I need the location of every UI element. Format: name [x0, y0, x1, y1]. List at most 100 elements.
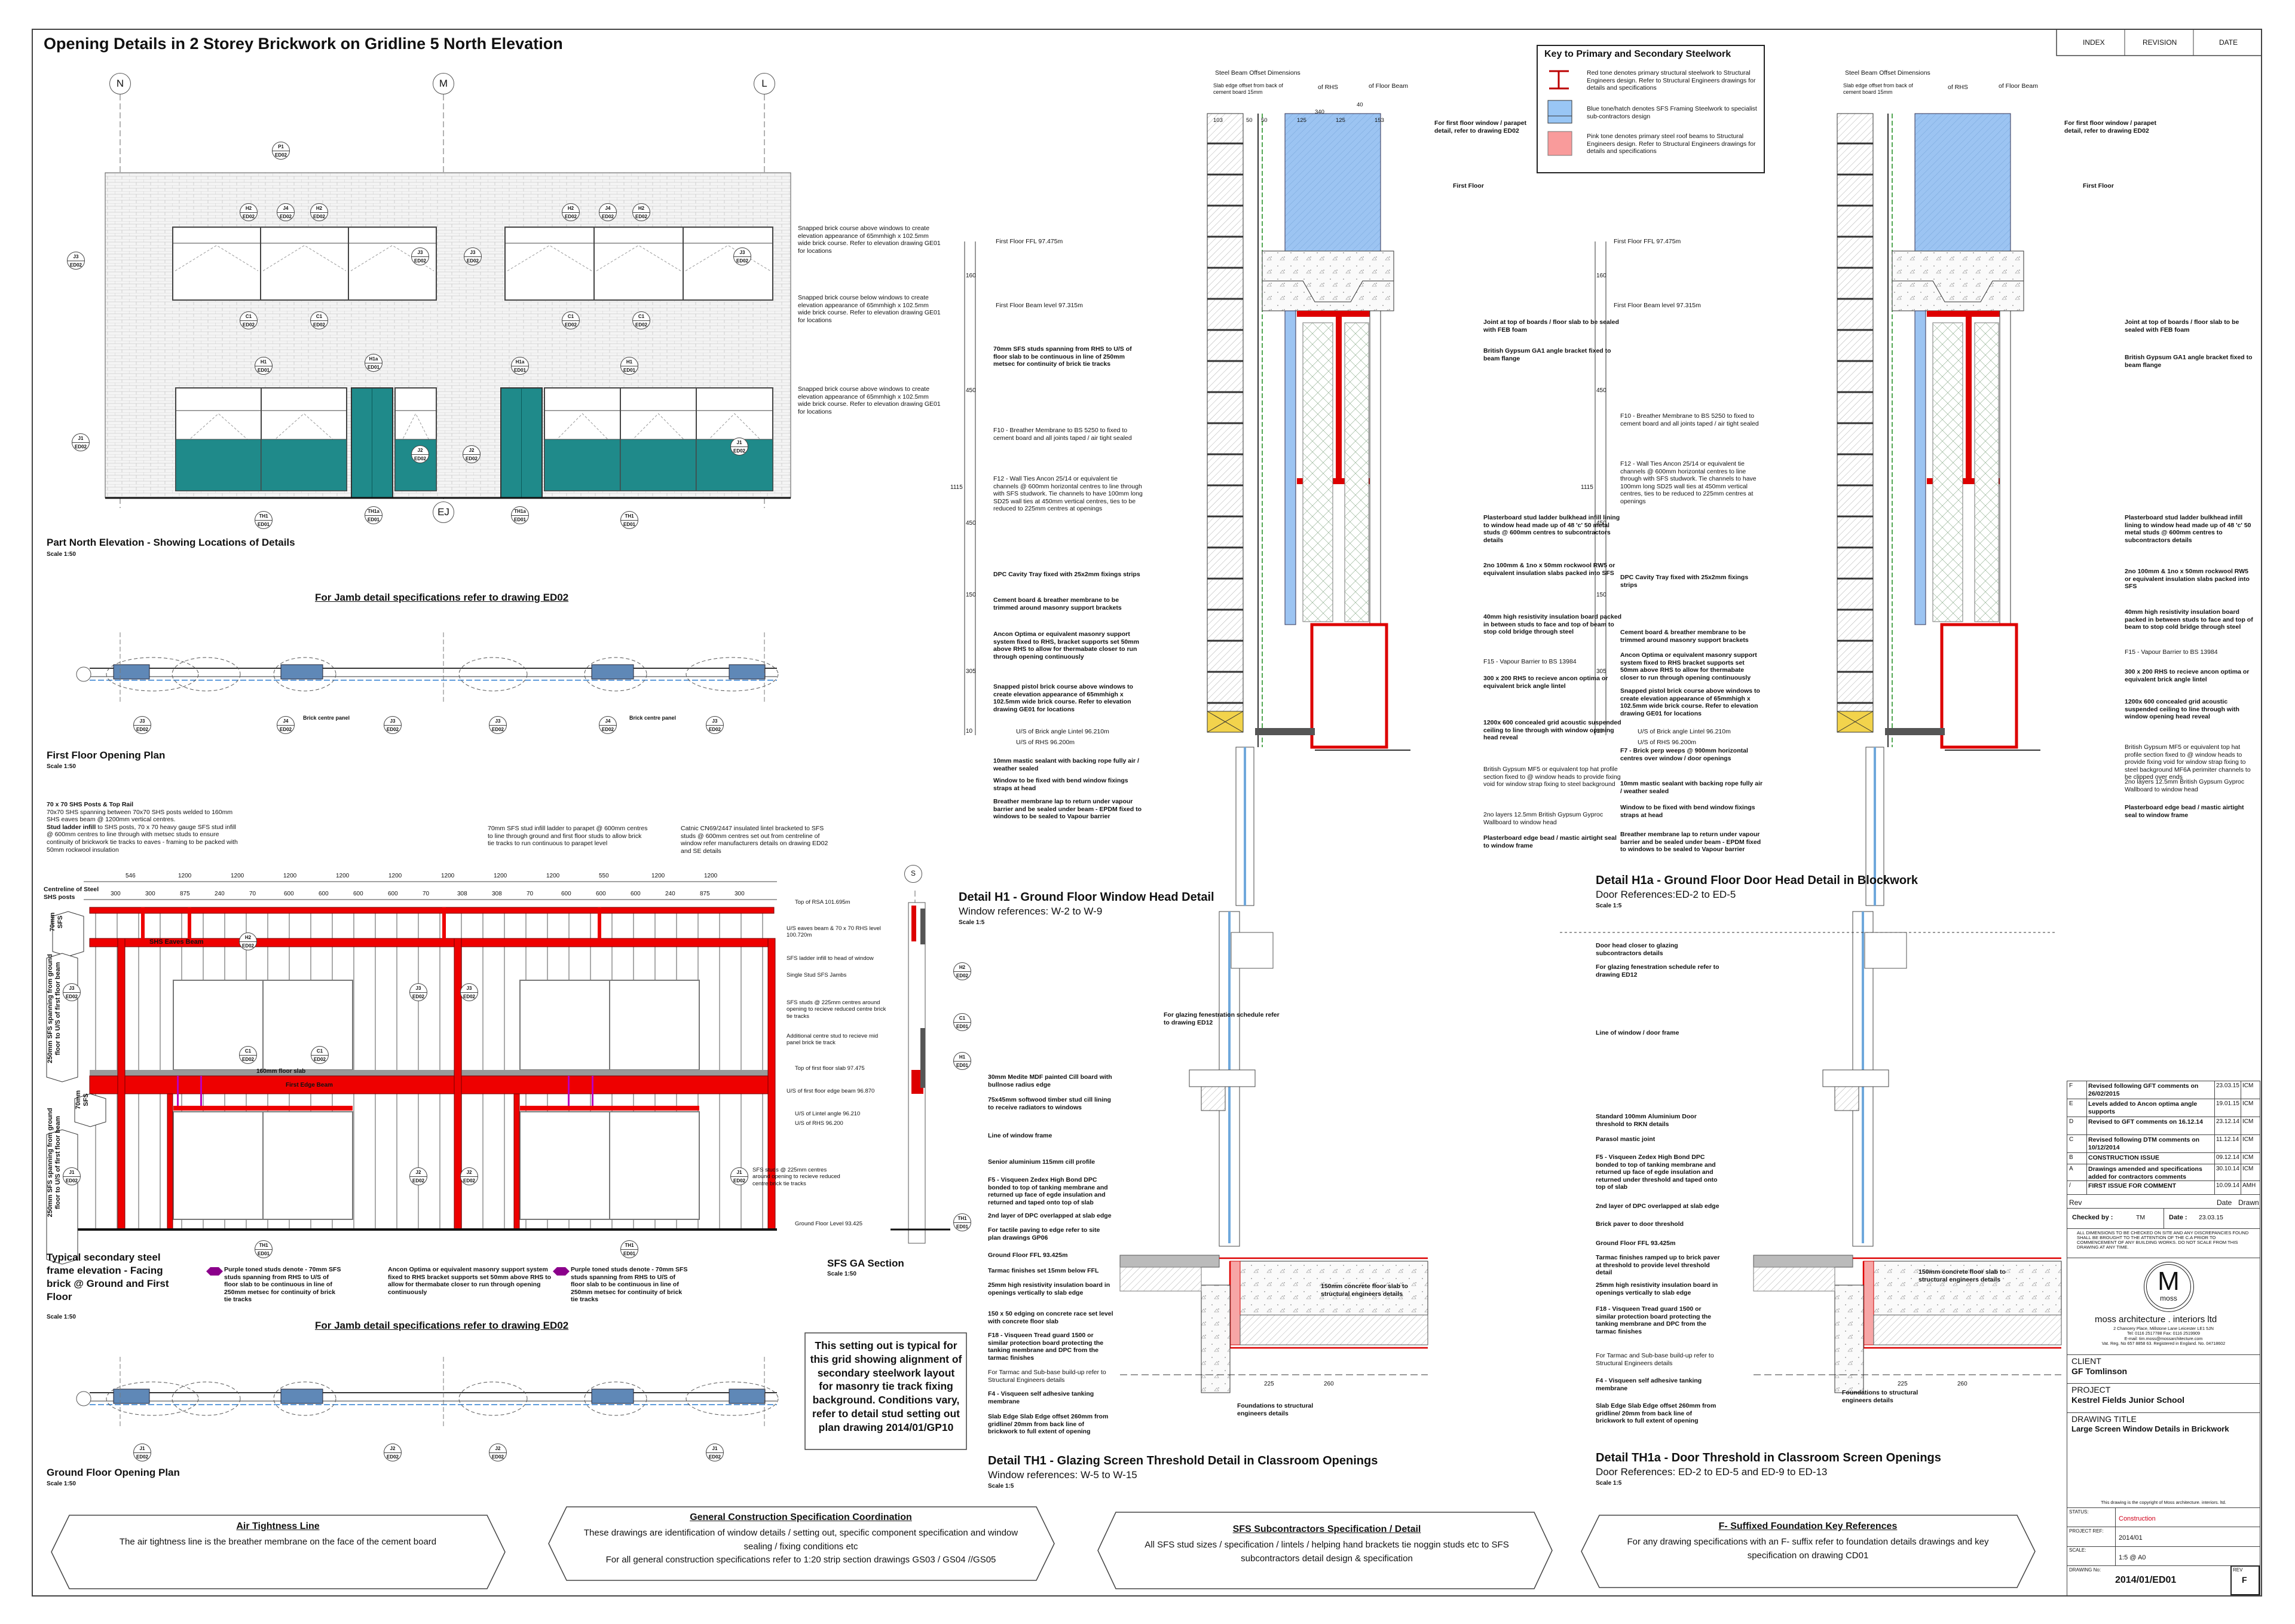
- level-marker: U/S of Brick angle Lintel 96.210m: [1016, 728, 1109, 735]
- revision-date: 23.03.15: [2216, 1082, 2239, 1089]
- callout-label: 40mm high resistivity insulation board p…: [2125, 608, 2253, 631]
- sheet-title: Opening Details in 2 Storey Brickwork on…: [44, 35, 563, 53]
- frame-annotation: U/S eaves beam & 70 x 70 RHS level 100.7…: [787, 925, 881, 939]
- callout-label: 25mm high resistivity insulation board i…: [988, 1282, 1110, 1296]
- top-rail: [89, 907, 775, 914]
- window-bay: [504, 227, 595, 301]
- revision-tab[interactable]: REVISION: [2143, 38, 2177, 47]
- vertical-dimension: 450: [966, 519, 976, 527]
- date-tab[interactable]: DATE: [2219, 38, 2238, 47]
- i-beam-icon: [1549, 70, 1569, 90]
- table-divider: [2214, 1164, 2215, 1181]
- vertical-dimension: 450: [1596, 519, 1606, 527]
- dimension-bottom: 240: [665, 891, 675, 897]
- callout-label: Line of window / door frame: [1596, 1029, 1679, 1036]
- opening-callout: [273, 657, 336, 692]
- opening-callout: [458, 1381, 528, 1416]
- callout-label: British Gypsum MF5 or equivalent top hat…: [2125, 744, 2251, 781]
- floor-slab: [90, 1070, 774, 1076]
- jamb-note-2: For Jamb detail specifications refer to …: [315, 1320, 569, 1331]
- door-post: [167, 1093, 173, 1230]
- side-label-70-1: 70mm SFS: [49, 912, 65, 932]
- offset-title: Steel Beam Offset Dimensions: [1215, 69, 1300, 77]
- moss-logo: M moss: [2144, 1262, 2194, 1312]
- callout-label: Slab Edge Slab Edge offset 260mm from gr…: [1596, 1402, 1716, 1425]
- setting-out-note-box: [804, 1332, 967, 1450]
- spandrel-panel: [620, 439, 697, 491]
- elevation-note-3: Snapped brick course above windows to cr…: [798, 386, 941, 415]
- table-divider: [2214, 1117, 2215, 1135]
- table-divider: [2086, 1135, 2087, 1153]
- vertical-dimension: 305: [1596, 668, 1606, 675]
- check-date-value: 23.03.15: [2199, 1214, 2223, 1221]
- banner-hexagon: [51, 1515, 506, 1589]
- window-opening: [173, 1111, 264, 1220]
- vertical-dimension: 450: [966, 387, 976, 394]
- callout-label: 40mm high resistivity insulation board p…: [1483, 613, 1622, 636]
- window-opening: [609, 1111, 700, 1220]
- index-tab[interactable]: INDEX: [2083, 38, 2105, 47]
- ground-floor-plan-title: Ground Floor Opening Plan: [47, 1467, 180, 1478]
- scale-value: 1:5 @ A0: [2119, 1554, 2146, 1561]
- elevation-note-2: Snapped brick course below windows to cr…: [798, 294, 941, 324]
- dimension-bottom: 600: [631, 891, 641, 897]
- lintel: [173, 1106, 353, 1111]
- vertical-dimension: 10: [966, 728, 973, 735]
- level-marker: U/S of Brick angle Lintel 96.210m: [1638, 728, 1731, 735]
- callout-label: F10 - Breather Membrane to BS 5250 to fi…: [993, 427, 1132, 442]
- checked-by-value: TM: [2136, 1214, 2146, 1221]
- dimension-top: 1200: [336, 873, 350, 879]
- callout-label: F7 - Brick perp weeps @ 900mm horizontal…: [1620, 747, 1748, 762]
- dimension-top: 1200: [704, 873, 718, 879]
- revision-desc: FIRST ISSUE FOR COMMENT: [2088, 1182, 2176, 1189]
- section-marker: [76, 666, 91, 682]
- callout-label: F15 - Vapour Barrier to BS 13984: [1483, 658, 1577, 665]
- callout-label: Window to be fixed with bend window fixi…: [993, 777, 1128, 792]
- window-opening: [519, 980, 610, 1071]
- frame-annotation: Ground Floor Level 93.425: [795, 1221, 863, 1227]
- vertical-dimension: 160: [1596, 272, 1606, 279]
- north-elevation-drawing: [105, 94, 791, 508]
- rhs-label: of RHS: [1318, 84, 1338, 91]
- project-ref-value: 2014/01: [2119, 1534, 2143, 1542]
- shs-post: [442, 907, 446, 943]
- frame-annotation: U/S of RHS 96.200: [795, 1120, 843, 1127]
- level-marker: First Floor Beam level 97.315m: [996, 302, 1083, 309]
- rhs-label: of RHS: [1948, 84, 1968, 91]
- frame-annotation: SFS studs @ 225mm centres around opening…: [752, 1167, 840, 1187]
- grid-bubble-ej: EJ: [433, 501, 454, 523]
- detail-references: Window references: W-2 to W-9: [959, 906, 1103, 917]
- dimension: 260: [1324, 1381, 1334, 1387]
- dimension-bottom: 70: [527, 891, 534, 897]
- callout-label: Tarmac finishes ramped up to brick paver…: [1596, 1254, 1720, 1277]
- offset-note: Slab edge offset from back of cement boa…: [1843, 82, 1913, 95]
- callout-label: Ground Floor FFL 93.425m: [988, 1252, 1068, 1259]
- opening-callout: [458, 657, 528, 692]
- callout-label: F15 - Vapour Barrier to BS 13984: [2125, 649, 2218, 656]
- project-value: Kestrel Fields Junior School: [2071, 1395, 2185, 1405]
- ancon-note: Ancon Optima or equivalent masonry suppo…: [388, 1266, 552, 1296]
- window-opening: [609, 980, 700, 1071]
- dimension: 340: [1315, 109, 1324, 115]
- callout-label: Slab Edge Slab Edge offset 260mm from gr…: [988, 1413, 1109, 1436]
- brick-panel: [591, 1388, 634, 1404]
- dimension-bottom: 308: [492, 891, 502, 897]
- purple-studs-note-1: Purple toned studs denote - 70mm SFS stu…: [224, 1266, 341, 1304]
- callout-label: Ancon Optima or equivalent masonry suppo…: [993, 631, 1139, 660]
- note-banners: [51, 1506, 2036, 1589]
